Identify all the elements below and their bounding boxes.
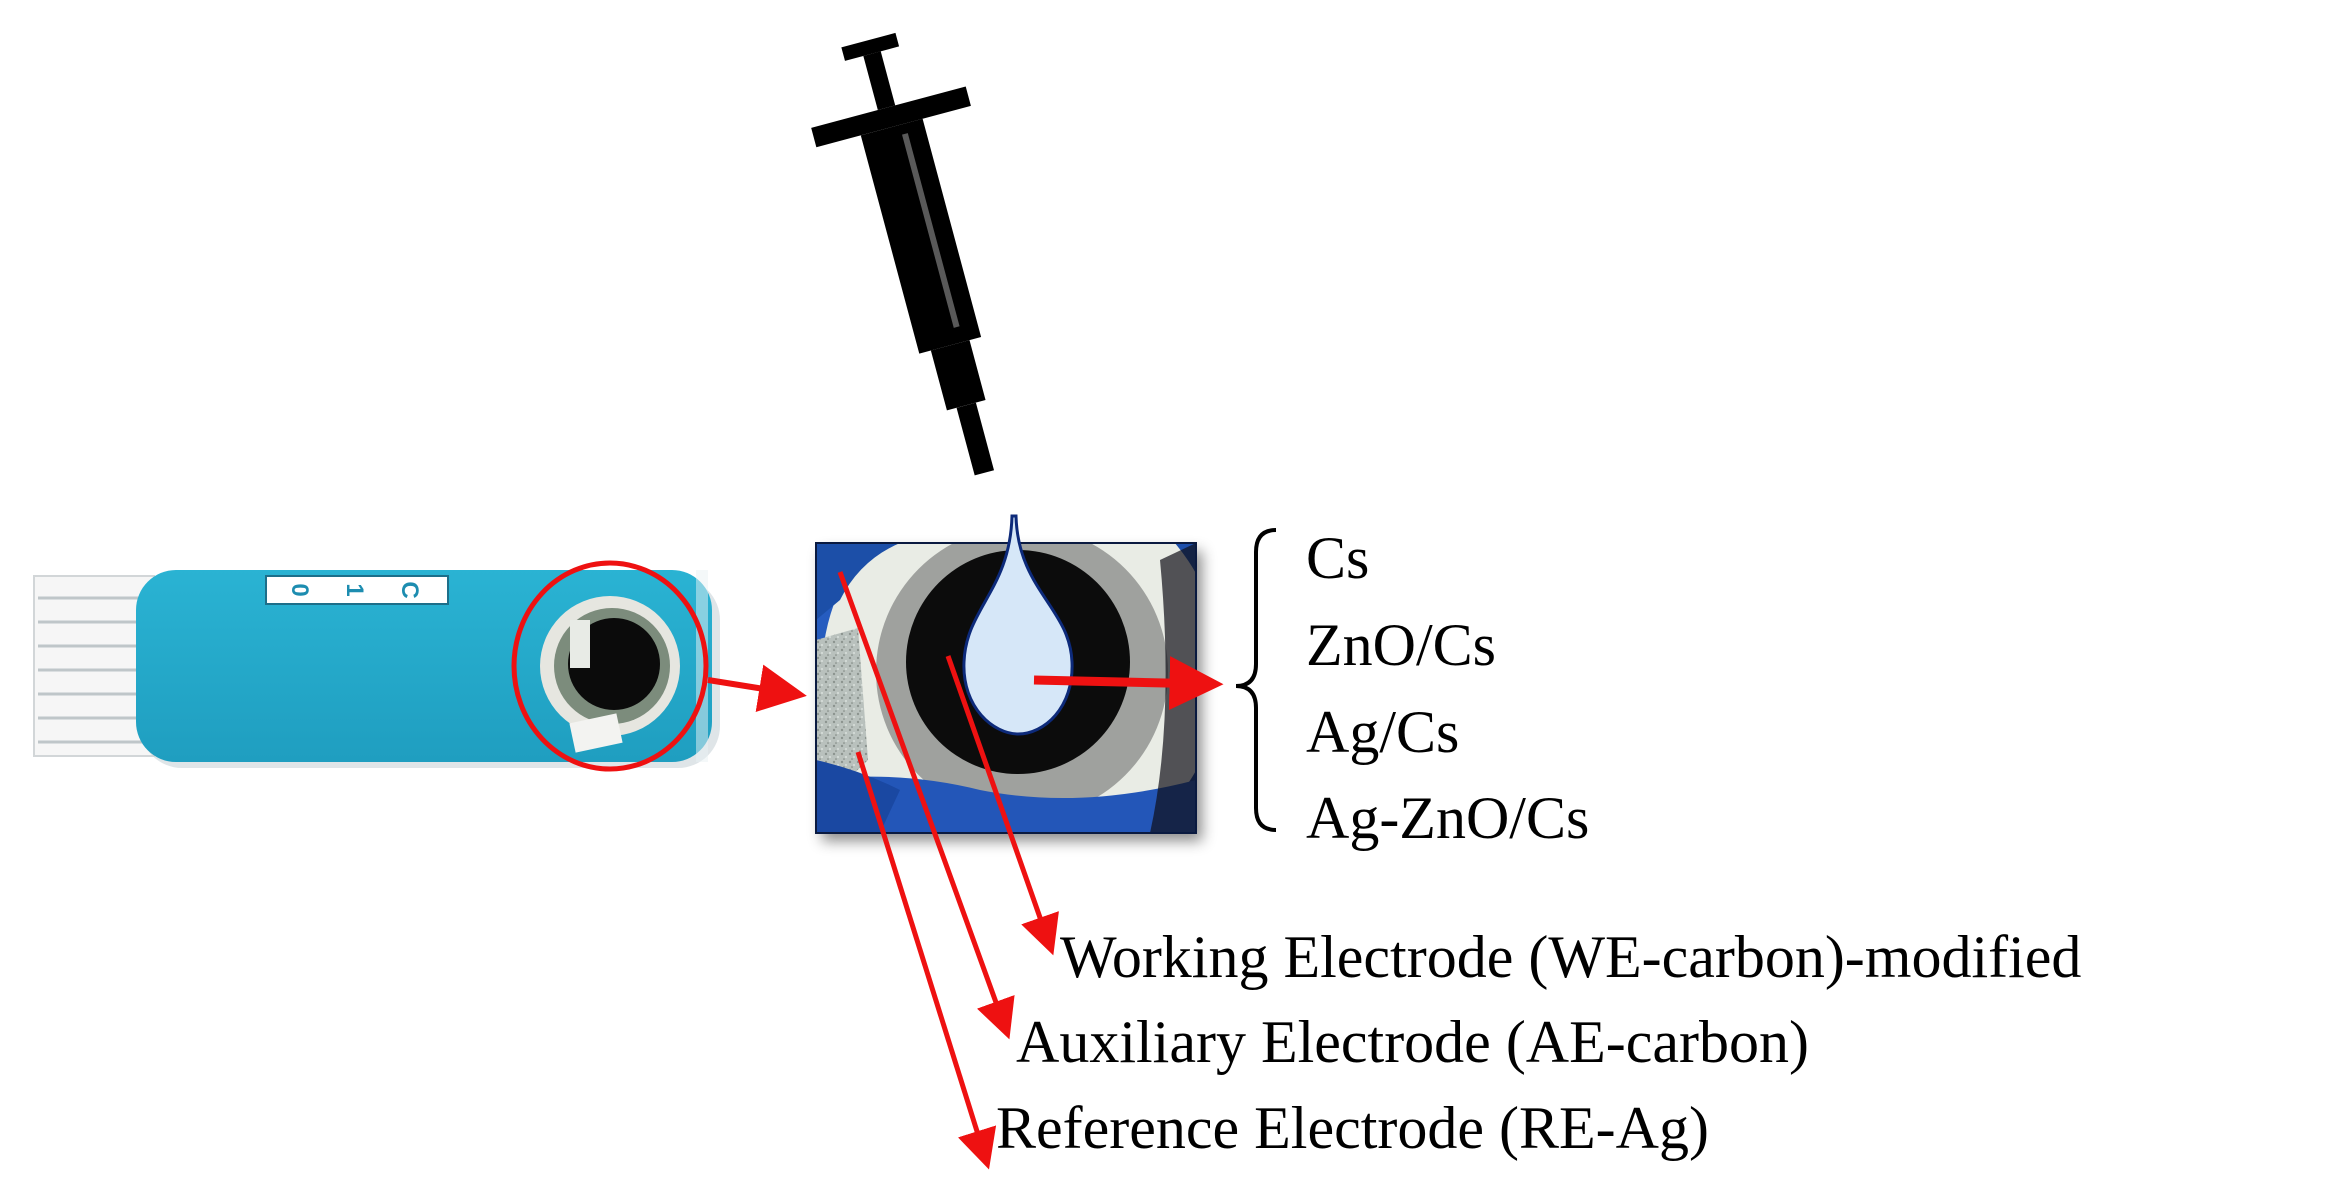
- strip-contact-lines: [38, 596, 150, 744]
- syringe-icon: [811, 32, 995, 476]
- strip-code-0: 0: [286, 583, 313, 596]
- working-electrode-label: Working Electrode (WE-carbon)-modified: [1060, 924, 2082, 990]
- modification-ag-zno-cs: Ag-ZnO/Cs: [1306, 785, 1590, 851]
- reference-electrode-arrow: [855, 751, 997, 1170]
- modification-brace: [1235, 528, 1277, 832]
- sensor-strip: C 1 0: [33, 560, 720, 772]
- strip-code-1: 1: [341, 583, 368, 596]
- reference-electrode-area: [816, 628, 868, 800]
- reference-electrode-label: Reference Electrode (RE-Ag): [996, 1095, 1709, 1161]
- strip-electrode: [540, 596, 680, 753]
- strip-contact-area: [34, 576, 154, 756]
- modification-ag-cs: Ag/Cs: [1306, 699, 1460, 765]
- auxiliary-electrode-arrow: [837, 571, 1015, 1040]
- modification-cs: Cs: [1306, 525, 1370, 591]
- modification-zno-cs: ZnO/Cs: [1306, 612, 1497, 678]
- strip-code-c: C: [396, 581, 423, 598]
- strip-code-box: [265, 575, 449, 605]
- strip-to-closeup-arrow: [707, 664, 807, 712]
- working-electrode-arrow: [945, 655, 1059, 956]
- auxiliary-electrode-label: Auxiliary Electrode (AE-carbon): [1016, 1009, 1809, 1075]
- droplet-to-modification-arrow: [1033, 656, 1224, 711]
- strip-highlight-ellipse: [511, 560, 709, 772]
